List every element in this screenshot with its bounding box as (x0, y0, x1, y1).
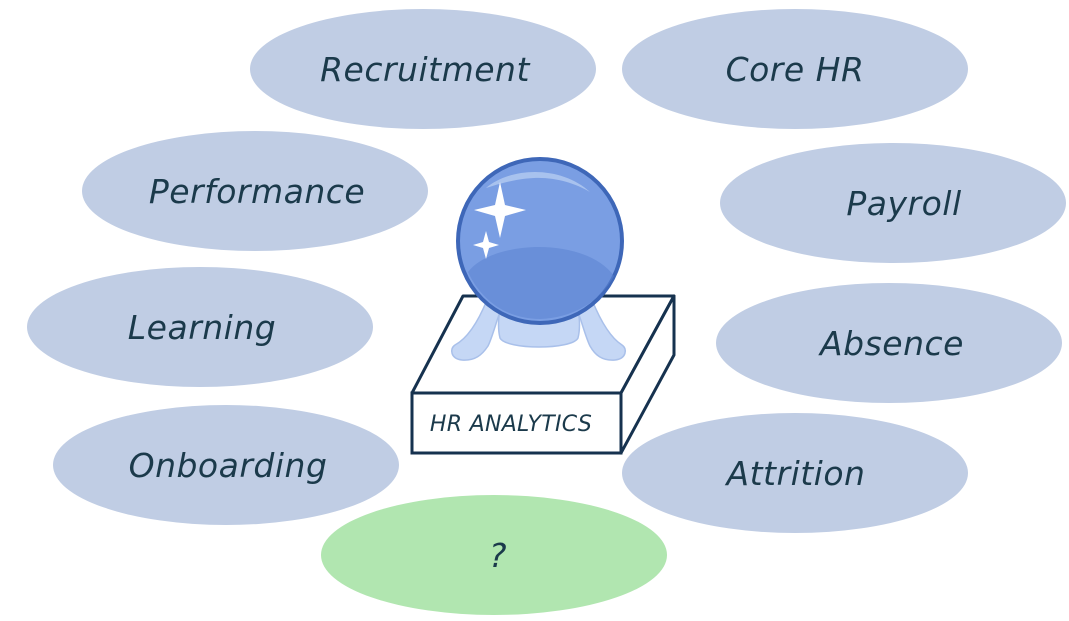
sparkle-large (474, 182, 526, 238)
category-payroll: Payroll (720, 143, 1066, 263)
crystal-ball-icon (410, 157, 676, 455)
pedestal-front (410, 391, 623, 455)
category-label: Attrition (726, 453, 866, 493)
category-learning: Learning (27, 267, 373, 387)
sparkle-small (473, 231, 499, 259)
category-label: Learning (127, 307, 277, 347)
category-unknown-highlight: ? (321, 495, 667, 615)
orb-shading (468, 247, 614, 319)
center-label: HR ANALYTICS (429, 411, 593, 437)
category-onboarding: Onboarding (53, 405, 399, 525)
category-label: Recruitment (320, 49, 530, 89)
category-performance: Performance (82, 131, 428, 251)
category-label: Payroll (846, 183, 962, 223)
category-label: Core HR (725, 49, 865, 89)
category-recruitment: Recruitment (250, 9, 596, 129)
category-label: Onboarding (128, 445, 328, 485)
category-absence: Absence (716, 283, 1062, 403)
category-label: Performance (148, 171, 366, 211)
category-attrition: Attrition (622, 413, 968, 533)
category-label: Absence (820, 323, 964, 363)
category-label: ? (488, 535, 507, 575)
category-core-hr: Core HR (622, 9, 968, 129)
orb-highlight (486, 171, 590, 192)
